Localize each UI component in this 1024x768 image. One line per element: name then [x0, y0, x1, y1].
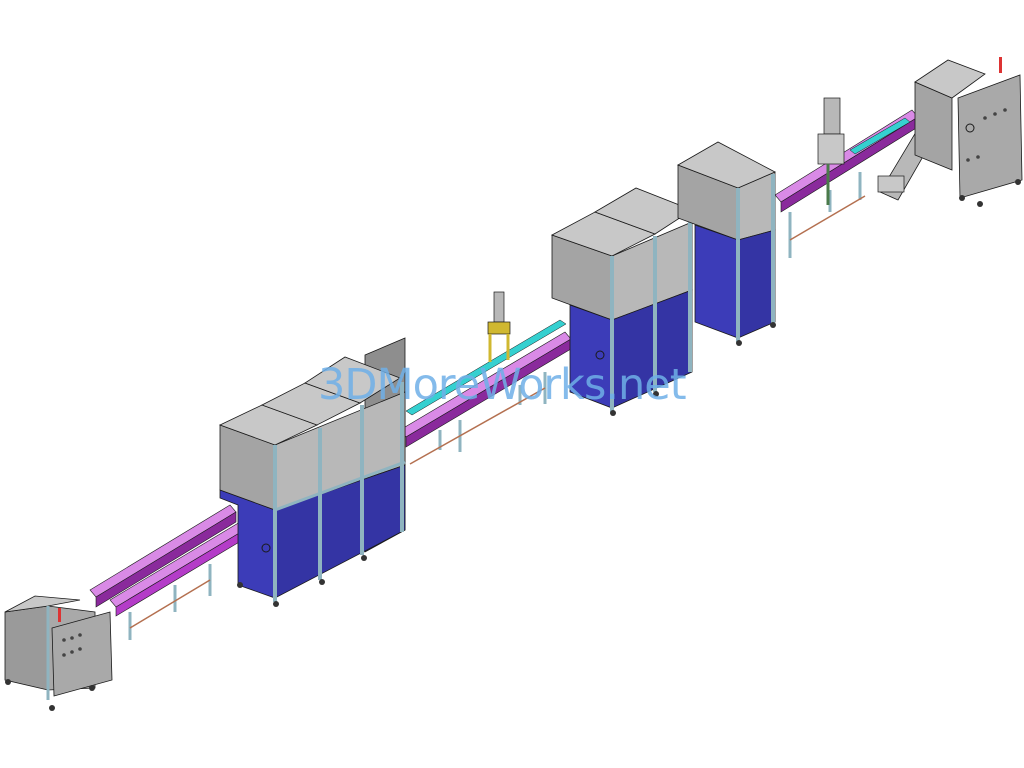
- conveyor-tie-bar: [409, 387, 546, 465]
- leveling-foot: [959, 195, 965, 201]
- conveyor-rail-left-top-2: [109, 521, 247, 608]
- press-cylinder-icon: [493, 291, 505, 323]
- signal-tower-icon: [999, 57, 1002, 73]
- conveyor-section-right: [774, 109, 919, 258]
- control-button-icon: [62, 653, 66, 657]
- leveling-foot: [89, 685, 95, 691]
- hinge-lock-icon: [965, 123, 975, 133]
- workstation-group-right: [677, 141, 776, 346]
- conveyor-tie-bar: [789, 195, 866, 241]
- hinge-lock-icon: [595, 350, 605, 360]
- workstation-group-middle: [551, 187, 693, 416]
- control-button-icon: [78, 633, 82, 637]
- cabinet-side: [4, 605, 49, 691]
- leveling-foot: [610, 410, 616, 416]
- leveling-foot: [273, 601, 279, 607]
- conveyor-tie-bar: [129, 579, 211, 629]
- control-button-icon: [62, 638, 66, 642]
- control-panel-box: [957, 74, 1023, 199]
- frame-rail: [274, 460, 406, 512]
- leveling-foot: [237, 582, 243, 588]
- press-station-middle: [487, 291, 511, 362]
- control-button-icon: [78, 647, 82, 651]
- control-button-icon: [70, 650, 74, 654]
- press-head: [817, 133, 845, 165]
- cabinet-top: [4, 595, 81, 613]
- control-button-icon: [983, 116, 987, 120]
- signal-tower-icon: [58, 608, 61, 622]
- press-head: [487, 321, 511, 335]
- leveling-foot: [977, 201, 983, 207]
- conveyor-rail-left-side: [95, 511, 237, 608]
- right-end-control-cabinet: [914, 57, 1023, 207]
- cabinet-top: [304, 356, 401, 404]
- conveyor-section-left: [89, 504, 247, 640]
- control-button-icon: [1003, 108, 1007, 112]
- leveling-foot: [319, 579, 325, 585]
- leveling-foot: [770, 322, 776, 328]
- cabinet-body-front: [569, 304, 613, 409]
- cabinet-top: [914, 59, 986, 99]
- press-station-right: [817, 97, 845, 205]
- leveling-foot: [361, 555, 367, 561]
- press-cylinder-icon: [823, 97, 841, 135]
- leveling-foot: [1015, 179, 1021, 185]
- conveyor-belt-mid: [405, 319, 567, 416]
- leveling-foot: [49, 705, 55, 711]
- leveling-foot: [653, 391, 659, 397]
- control-button-icon: [966, 158, 970, 162]
- chute-motor: [877, 175, 905, 193]
- conveyor-belt-right: [849, 117, 911, 155]
- leveling-foot: [736, 340, 742, 346]
- left-end-control-cabinet: [4, 595, 113, 711]
- control-button-icon: [993, 112, 997, 116]
- control-panel-box: [51, 611, 113, 697]
- cabinet-top: [677, 141, 776, 189]
- hinge-lock-icon: [261, 543, 271, 553]
- workstation-group-left: [218, 337, 406, 607]
- leveling-foot: [5, 679, 11, 685]
- cabinet-body-side: [737, 229, 776, 339]
- conveyor-section-middle: [399, 319, 572, 465]
- control-button-icon: [976, 155, 980, 159]
- control-button-icon: [70, 636, 74, 640]
- cabinet-body-front: [694, 224, 739, 339]
